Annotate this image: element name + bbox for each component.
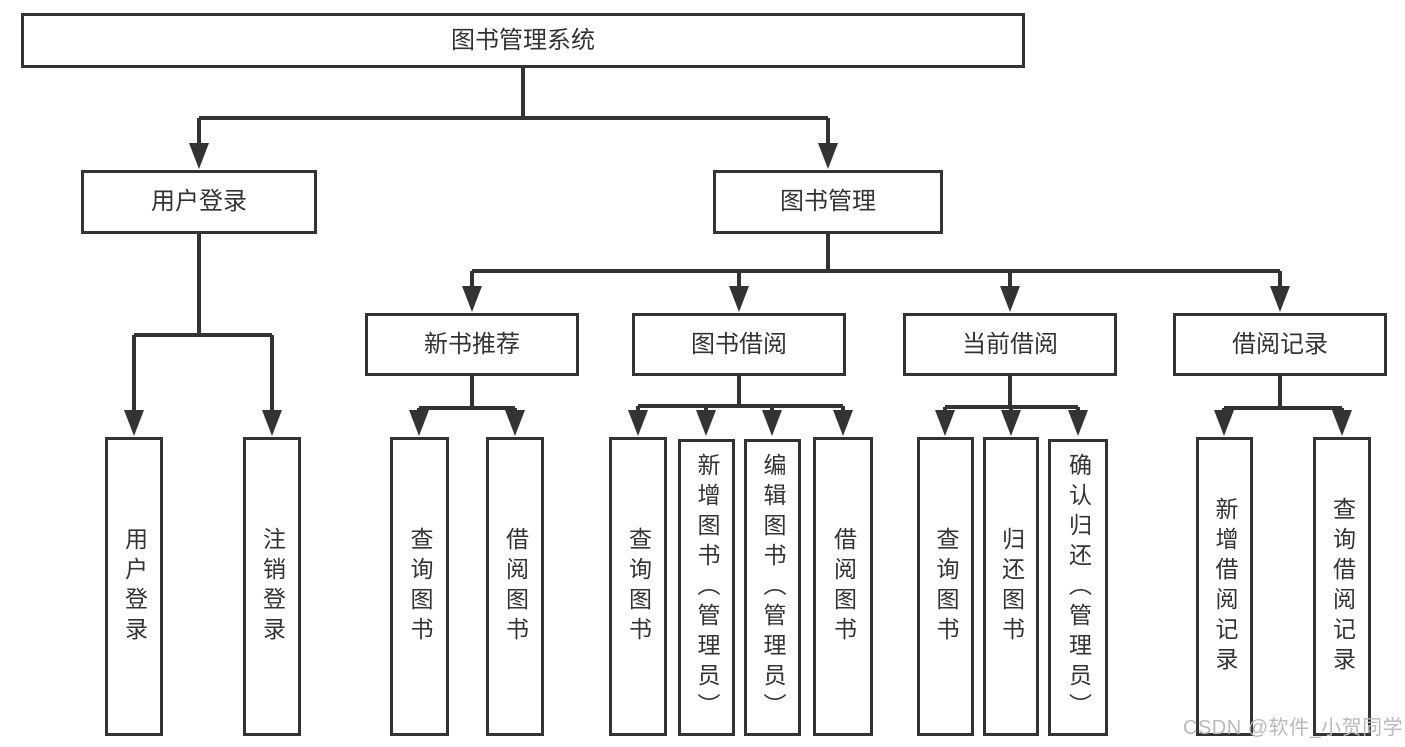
arrow-down-icon — [1270, 286, 1290, 312]
arrow-down-icon — [1214, 410, 1234, 436]
arrowhead-icon-group — [124, 143, 1352, 436]
leaf-query-book-current: 查询图书 — [917, 437, 974, 736]
node-user-login: 用户登录 — [81, 170, 317, 234]
arrow-down-icon — [1001, 410, 1021, 436]
arrow-down-icon — [935, 410, 955, 436]
leaf-query-book-borrow-label: 查询图书 — [625, 526, 652, 647]
node-borrow-record: 借阅记录 — [1173, 313, 1387, 376]
node-book-management-label: 图书管理 — [780, 188, 876, 215]
leaf-logout-label: 注销登录 — [259, 526, 286, 647]
arrow-down-icon — [696, 410, 716, 436]
arrow-down-icon — [628, 410, 648, 436]
arrow-down-icon — [1000, 286, 1020, 312]
leaf-return-book: 归还图书 — [983, 437, 1039, 736]
arrow-down-icon — [1332, 410, 1352, 436]
leaf-query-book-recommend-label: 查询图书 — [407, 526, 433, 647]
node-root: 图书管理系统 — [21, 13, 1025, 68]
watermark-text: CSDN @软件_小贺同学 — [1183, 717, 1404, 739]
leaf-add-book-admin-label: 新增图书（管理员） — [694, 452, 720, 723]
leaf-borrow-book: 借阅图书 — [813, 437, 873, 736]
node-new-book-recommend: 新书推荐 — [365, 313, 579, 376]
node-new-book-recommend-label: 新书推荐 — [424, 330, 520, 358]
leaf-confirm-return-admin-label: 确认归还（管理员） — [1065, 452, 1092, 723]
node-current-borrow-label: 当前借阅 — [962, 330, 1058, 358]
leaf-query-borrow-record-label: 查询借阅记录 — [1329, 496, 1356, 677]
node-book-management: 图书管理 — [713, 170, 943, 234]
arrow-down-icon — [409, 410, 429, 436]
node-user-login-label: 用户登录 — [151, 188, 247, 215]
arrow-down-icon — [729, 286, 749, 312]
arrow-down-icon — [762, 410, 782, 436]
arrow-down-icon — [124, 410, 144, 436]
leaf-borrow-book-recommend-label: 借阅图书 — [502, 526, 529, 647]
arrow-down-icon — [818, 143, 838, 169]
node-book-borrow: 图书借阅 — [632, 313, 846, 376]
leaf-user-login: 用户登录 — [105, 437, 163, 736]
arrow-down-icon — [462, 286, 482, 312]
arrow-down-icon — [189, 143, 209, 169]
leaf-confirm-return-admin: 确认归还（管理员） — [1048, 439, 1108, 736]
node-borrow-record-label: 借阅记录 — [1232, 330, 1328, 358]
node-current-borrow: 当前借阅 — [903, 313, 1117, 376]
arrow-down-icon — [833, 410, 853, 436]
leaf-user-login-label: 用户登录 — [121, 526, 148, 647]
leaf-add-borrow-record: 新增借阅记录 — [1196, 437, 1253, 736]
leaf-query-book-borrow: 查询图书 — [609, 437, 667, 736]
leaf-edit-book-admin-label: 编辑图书（管理员） — [760, 452, 786, 723]
arrow-down-icon — [262, 410, 282, 436]
arrow-down-icon — [505, 410, 525, 436]
leaf-query-book-recommend: 查询图书 — [390, 437, 449, 736]
leaf-add-book-admin: 新增图书（管理员） — [678, 439, 735, 736]
leaf-return-book-label: 归还图书 — [998, 526, 1025, 647]
leaf-borrow-book-label: 借阅图书 — [830, 526, 857, 647]
leaf-query-borrow-record: 查询借阅记录 — [1313, 437, 1371, 736]
node-root-label: 图书管理系统 — [451, 26, 595, 54]
arrow-down-icon — [1068, 410, 1088, 436]
leaf-borrow-book-recommend: 借阅图书 — [486, 437, 544, 736]
leaf-add-borrow-record-label: 新增借阅记录 — [1212, 496, 1238, 677]
node-book-borrow-label: 图书借阅 — [691, 330, 787, 358]
leaf-edit-book-admin: 编辑图书（管理员） — [744, 439, 801, 736]
leaf-query-book-current-label: 查询图书 — [933, 526, 959, 647]
connector-line-group — [132, 68, 1344, 418]
leaf-logout: 注销登录 — [243, 437, 301, 736]
